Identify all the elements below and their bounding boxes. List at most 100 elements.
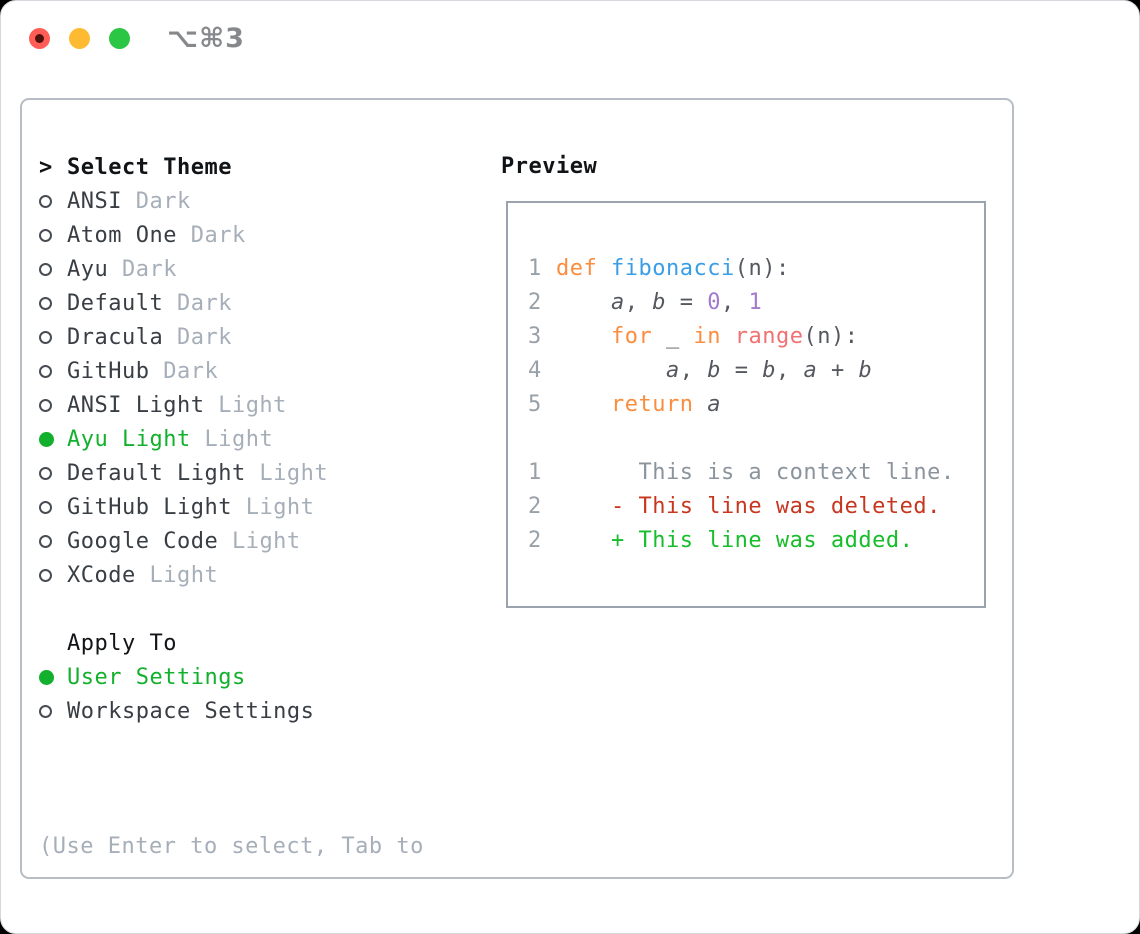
radio-icon[interactable] [39, 466, 67, 480]
line-number: 2 [528, 528, 542, 553]
radio-icon[interactable] [39, 228, 67, 242]
theme-item[interactable]: Ayu Light Light [39, 422, 424, 456]
line-number [528, 422, 556, 456]
keyboard-hint: (Use Enter to select, Tab to change focu… [39, 762, 424, 934]
theme-item[interactable]: Default Dark [39, 286, 424, 320]
code-line: 5 return a [528, 388, 984, 422]
code-token: in [693, 324, 721, 349]
code-token: a [803, 358, 818, 383]
line-number: 1 [528, 460, 542, 485]
item-label: ANSI Light [67, 392, 205, 418]
theme-item[interactable]: Dracula Dark [39, 320, 424, 354]
hint-line-1: (Use Enter to select, Tab to [39, 834, 424, 859]
radio-icon[interactable] [39, 704, 67, 718]
line-number: 4 [528, 358, 542, 383]
code-line: 2 - This line was deleted. [528, 490, 984, 524]
line-number: 5 [528, 392, 542, 417]
radio-dot-outline [39, 228, 52, 242]
code-line: 4 a, b = b, a + b [528, 354, 984, 388]
radio-icon[interactable] [39, 262, 67, 276]
radio-dot-outline [39, 330, 52, 344]
item-variant-label: Dark [121, 188, 191, 214]
item-variant-label: Dark [163, 290, 232, 316]
code-token: , [679, 358, 708, 383]
item-label: Ayu Light [67, 426, 191, 452]
item-label: Ayu [67, 256, 109, 282]
radio-dot-filled [39, 669, 54, 685]
radio-dot-outline [39, 704, 52, 718]
line-number: 1 [528, 256, 542, 281]
item-variant-label: Light [190, 426, 274, 452]
radio-dot-outline [39, 194, 52, 208]
theme-item[interactable]: GitHub Dark [39, 354, 424, 388]
radio-dot-outline [39, 364, 52, 378]
code-token: _ [652, 324, 694, 349]
theme-item[interactable]: GitHub Light Light [39, 490, 424, 524]
theme-item[interactable]: Atom One Dark [39, 218, 424, 252]
apply-to-header-row: Apply To [39, 626, 424, 660]
code-token [556, 286, 611, 320]
item-variant-label: Light [245, 460, 329, 486]
theme-item[interactable]: ANSI Dark [39, 184, 424, 218]
item-label: User Settings [67, 664, 246, 690]
zoom-button[interactable] [109, 28, 130, 49]
code-token: b [707, 358, 721, 383]
code-token: a [665, 358, 680, 383]
minimize-button[interactable] [69, 28, 90, 49]
prompt-cursor: > [39, 154, 53, 180]
code-token: fibonacci [611, 256, 735, 281]
radio-dot-outline [39, 262, 52, 276]
item-variant-label: Dark [176, 222, 246, 248]
code-token [597, 252, 611, 286]
code-line: 1 This is a context line. [528, 456, 984, 490]
item-label: Google Code [67, 528, 219, 554]
code-token: b [762, 358, 776, 383]
code-token: return [610, 392, 694, 417]
code-token: This is a context line. [556, 460, 955, 485]
radio-dot-outline [39, 500, 52, 514]
code-token: + This line was added. [556, 528, 914, 553]
theme-item[interactable]: XCode Light [39, 558, 424, 592]
radio-icon[interactable] [39, 398, 67, 412]
item-label: Default [67, 290, 164, 316]
radio-icon[interactable] [39, 534, 67, 548]
theme-item[interactable]: ANSI Light Light [39, 388, 424, 422]
radio-icon[interactable] [39, 330, 67, 344]
line-number: 3 [528, 324, 542, 349]
radio-icon[interactable] [39, 296, 67, 310]
code-token: + [817, 358, 859, 383]
radio-icon[interactable] [39, 364, 67, 378]
item-label: Atom One [67, 222, 177, 248]
code-token: a [707, 392, 721, 417]
theme-item[interactable]: Google Code Light [39, 524, 424, 558]
item-variant-label: Dark [149, 358, 219, 384]
select-theme-header: Select Theme [67, 154, 232, 180]
code-token: b [652, 290, 666, 315]
preview-header: Preview [501, 154, 598, 179]
radio-dot-outline [39, 398, 52, 412]
radio-selected-icon[interactable] [39, 669, 67, 685]
radio-icon[interactable] [39, 568, 67, 582]
code-token: (n): [734, 256, 790, 281]
code-token: , [624, 290, 653, 315]
item-label: GitHub [67, 358, 150, 384]
line-number: 2 [528, 290, 542, 315]
theme-item[interactable]: Ayu Dark [39, 252, 424, 286]
line-number: 2 [528, 494, 542, 519]
radio-selected-icon[interactable] [39, 431, 67, 447]
item-label: Default Light [67, 460, 246, 486]
apply-to-option[interactable]: Workspace Settings [39, 694, 424, 728]
item-label: Dracula [67, 324, 164, 350]
theme-item[interactable]: Default Light Light [39, 456, 424, 490]
item-variant-label: Dark [108, 256, 177, 282]
close-button[interactable] [29, 28, 50, 49]
radio-dot-outline [39, 296, 52, 310]
code-token: = [720, 358, 763, 383]
radio-icon[interactable] [39, 194, 67, 208]
radio-icon[interactable] [39, 500, 67, 514]
apply-to-option[interactable]: User Settings [39, 660, 424, 694]
code-token: for [610, 324, 653, 349]
